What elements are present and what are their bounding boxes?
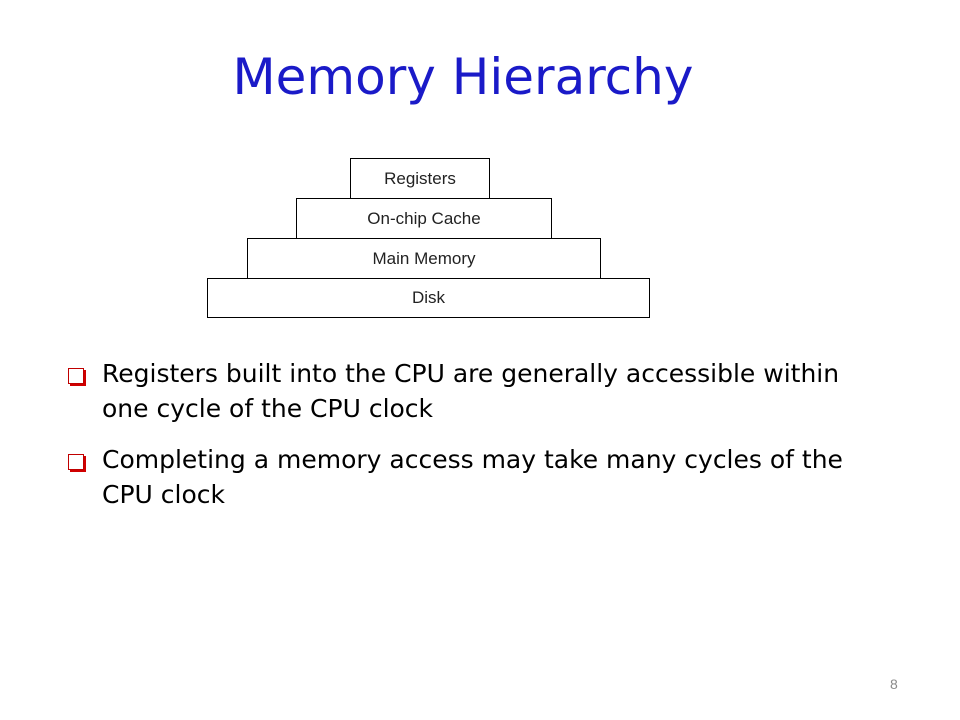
tier-disk: Disk (207, 278, 650, 318)
tier-main-memory: Main Memory (247, 238, 601, 280)
bullet-text: Completing a memory access may take many… (102, 445, 843, 509)
tier-registers: Registers (350, 158, 490, 200)
bullet-text: Registers built into the CPU are general… (102, 359, 840, 423)
bullet-list: Registers built into the CPU are general… (68, 356, 868, 528)
bullet-item: Registers built into the CPU are general… (68, 356, 868, 426)
tier-on-chip-cache: On-chip Cache (296, 198, 552, 240)
square-bullet-icon (68, 454, 84, 470)
bullet-item: Completing a memory access may take many… (68, 442, 868, 512)
square-bullet-icon (68, 368, 84, 384)
page-number: 8 (890, 676, 898, 692)
slide-title: Memory Hierarchy (232, 48, 694, 106)
